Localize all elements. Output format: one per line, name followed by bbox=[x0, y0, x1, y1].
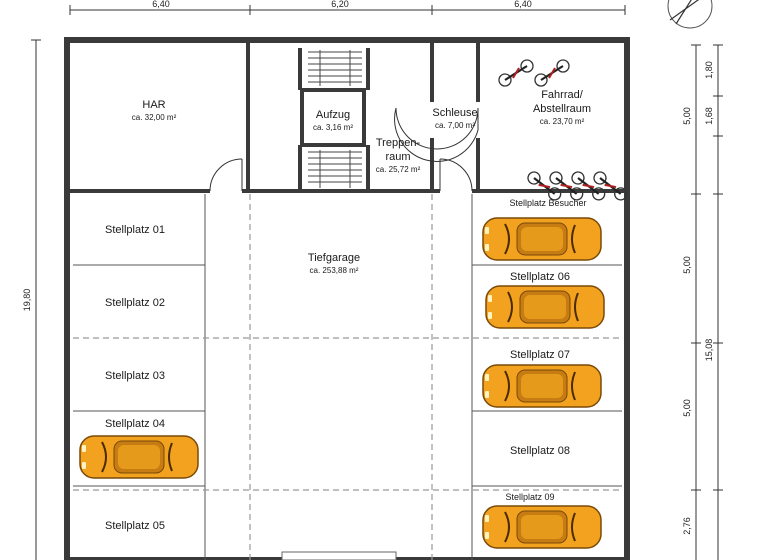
parking-label-01: Stellplatz 01 bbox=[105, 224, 165, 236]
dim-top-1: 6,40 bbox=[152, 0, 170, 9]
parking-label-02: Stellplatz 02 bbox=[105, 297, 165, 309]
parking-label-09: Stellplatz 09 bbox=[505, 492, 554, 502]
compass-icon bbox=[667, 0, 713, 29]
room-aufzug-area: ca. 3,16 m² bbox=[313, 123, 353, 132]
dim-right-2: 1,68 bbox=[704, 107, 714, 125]
dim-right-3: 5,00 bbox=[682, 107, 692, 125]
room-schleuse-area: ca. 7,00 m² bbox=[435, 121, 475, 130]
room-tiefgarage-label: Tiefgarage bbox=[308, 252, 360, 264]
parking-label-04: Stellplatz 04 bbox=[105, 418, 165, 430]
room-fahrrad-area: ca. 23,70 m² bbox=[540, 117, 585, 126]
bicycle-icon bbox=[497, 58, 535, 88]
dim-right-4: 5,00 bbox=[682, 256, 692, 274]
room-har-label: HAR bbox=[142, 99, 165, 111]
stairs bbox=[308, 50, 362, 188]
room-tiefgarage-area: ca. 253,88 m² bbox=[310, 266, 359, 275]
dim-right-1: 1,80 bbox=[704, 61, 714, 79]
parking-label-03: Stellplatz 03 bbox=[105, 370, 165, 382]
car-icon bbox=[482, 505, 602, 549]
dim-top-2: 6,20 bbox=[331, 0, 349, 9]
car-icon bbox=[482, 364, 602, 408]
room-treppenraum-label-1: Treppen- bbox=[376, 137, 421, 149]
dimension-right: 1,80 1,68 5,00 5,00 5,00 2,76 15,08 bbox=[682, 44, 723, 560]
dim-right-7: 15,08 bbox=[704, 339, 714, 362]
dim-top-3: 6,40 bbox=[514, 0, 532, 9]
parking-label-05: Stellplatz 05 bbox=[105, 520, 165, 532]
building-outline bbox=[64, 37, 630, 560]
car-icon bbox=[485, 285, 605, 329]
garage-gate bbox=[281, 551, 397, 560]
dim-left: 19,80 bbox=[22, 289, 32, 312]
room-fahrrad-label-1: Fahrrad/ bbox=[541, 89, 584, 101]
dim-right-5: 5,00 bbox=[682, 399, 692, 417]
car-icon bbox=[79, 435, 199, 479]
parking-label-07: Stellplatz 07 bbox=[510, 349, 570, 361]
bicycle-icon bbox=[533, 58, 571, 88]
room-aufzug-label: Aufzug bbox=[316, 109, 350, 121]
dimension-left: 19,80 bbox=[22, 39, 41, 560]
car-icon bbox=[482, 217, 602, 261]
interior-walls bbox=[67, 42, 627, 193]
parking-grid bbox=[73, 194, 622, 560]
dim-right-6: 2,76 bbox=[682, 517, 692, 535]
doors bbox=[209, 107, 479, 192]
parking-label-besucher: Stellplatz Besucher bbox=[509, 198, 586, 208]
parking-label-06: Stellplatz 06 bbox=[510, 271, 570, 283]
room-fahrrad-label-2: Abstellraum bbox=[533, 103, 591, 115]
parking-label-08: Stellplatz 08 bbox=[510, 445, 570, 457]
room-schleuse-label: Schleuse bbox=[432, 107, 477, 119]
driveway-dashes bbox=[73, 194, 622, 560]
room-treppenraum-area: ca. 25,72 m² bbox=[376, 165, 421, 174]
room-har-area: ca. 32,00 m² bbox=[132, 113, 177, 122]
dimension-top: 6,40 6,20 6,40 bbox=[69, 0, 626, 15]
room-treppenraum-label-2: raum bbox=[385, 151, 410, 163]
